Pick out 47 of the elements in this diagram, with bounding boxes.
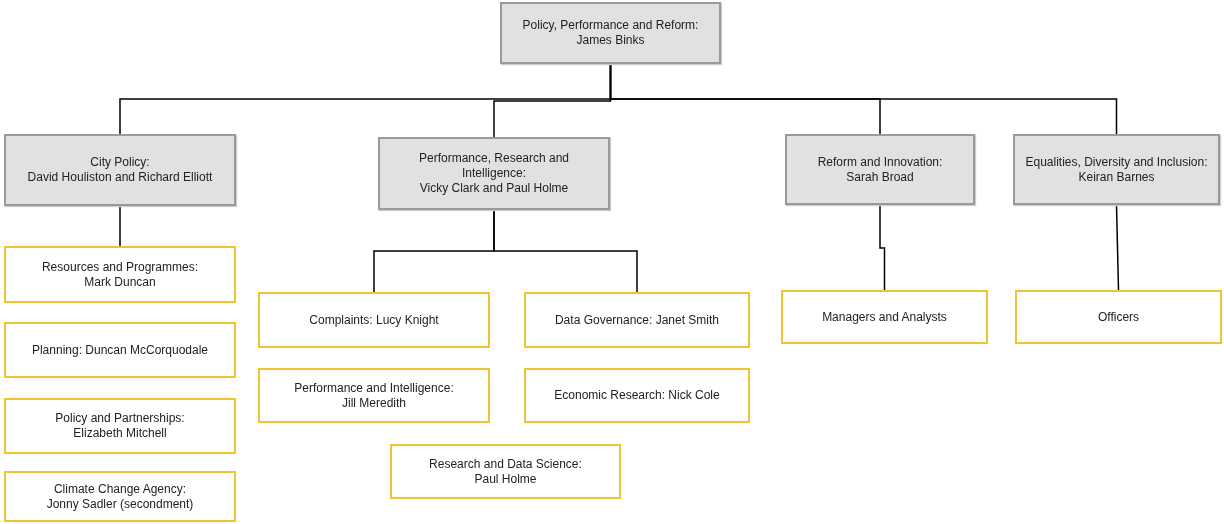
box-label: Vicky Clark and Paul Holme: [419, 181, 569, 196]
unit-box: [4, 134, 236, 206]
connector-line: [609, 63, 1118, 135]
box-label: David Houliston and Richard Elliott: [27, 170, 213, 185]
unit-box: [1013, 134, 1220, 205]
box-label: Sarah Broad: [846, 169, 914, 185]
team-box: [4, 471, 236, 522]
connector-line: [493, 209, 638, 293]
box-label: Data Governance: Janet Smith: [554, 312, 720, 328]
team-box: [1015, 290, 1222, 344]
team-box: [4, 246, 236, 303]
unit-box: [500, 2, 721, 64]
box-label: Paul Holme: [474, 471, 537, 487]
team-box: [4, 322, 236, 378]
box-label: Equalities, Diversity and Inclusion:: [1025, 154, 1208, 170]
team-box: [4, 398, 236, 454]
connector-line: [879, 204, 886, 291]
box-label: Performance and Intelligence:: [294, 380, 454, 396]
team-box: [258, 368, 490, 423]
box-label: City Policy:: [90, 155, 150, 170]
box-label: Climate Change Agency:: [53, 481, 187, 497]
team-box: [781, 290, 988, 344]
box-label: Jill Meredith: [342, 395, 406, 411]
box-label: Officers: [1097, 309, 1140, 325]
box-label: Keiran Barnes: [1078, 169, 1155, 185]
box-label: Managers and Analysts: [822, 309, 947, 325]
box-label: Reform and Innovation:: [817, 154, 943, 170]
box-label: Jonny Sadler (secondment): [46, 496, 194, 512]
team-box: [390, 444, 621, 499]
connector-line: [1115, 204, 1120, 291]
box-label: Resources and Programmes:: [41, 259, 199, 275]
box-label: Elizabeth Mitchell: [73, 426, 167, 441]
connector-line: [119, 205, 121, 247]
team-box: [258, 292, 490, 348]
box-label: Performance, Research and Intelligence:: [417, 151, 571, 181]
box-label: Policy, Performance and Reform:: [522, 18, 699, 33]
unit-box: [785, 134, 975, 205]
unit-box: [378, 137, 610, 210]
box-label: James Binks: [576, 33, 645, 48]
box-label: Complaints: Lucy Knight: [309, 312, 439, 328]
box-label: Mark Duncan: [84, 274, 156, 290]
team-box: [524, 292, 750, 348]
team-box: [524, 368, 750, 423]
box-label: Research and Data Science:: [429, 456, 582, 472]
box-label: Policy and Partnerships:: [55, 411, 185, 426]
box-label: Economic Research: Nick Cole: [554, 388, 720, 403]
box-label: Planning: Duncan McCorquodale: [31, 342, 209, 358]
